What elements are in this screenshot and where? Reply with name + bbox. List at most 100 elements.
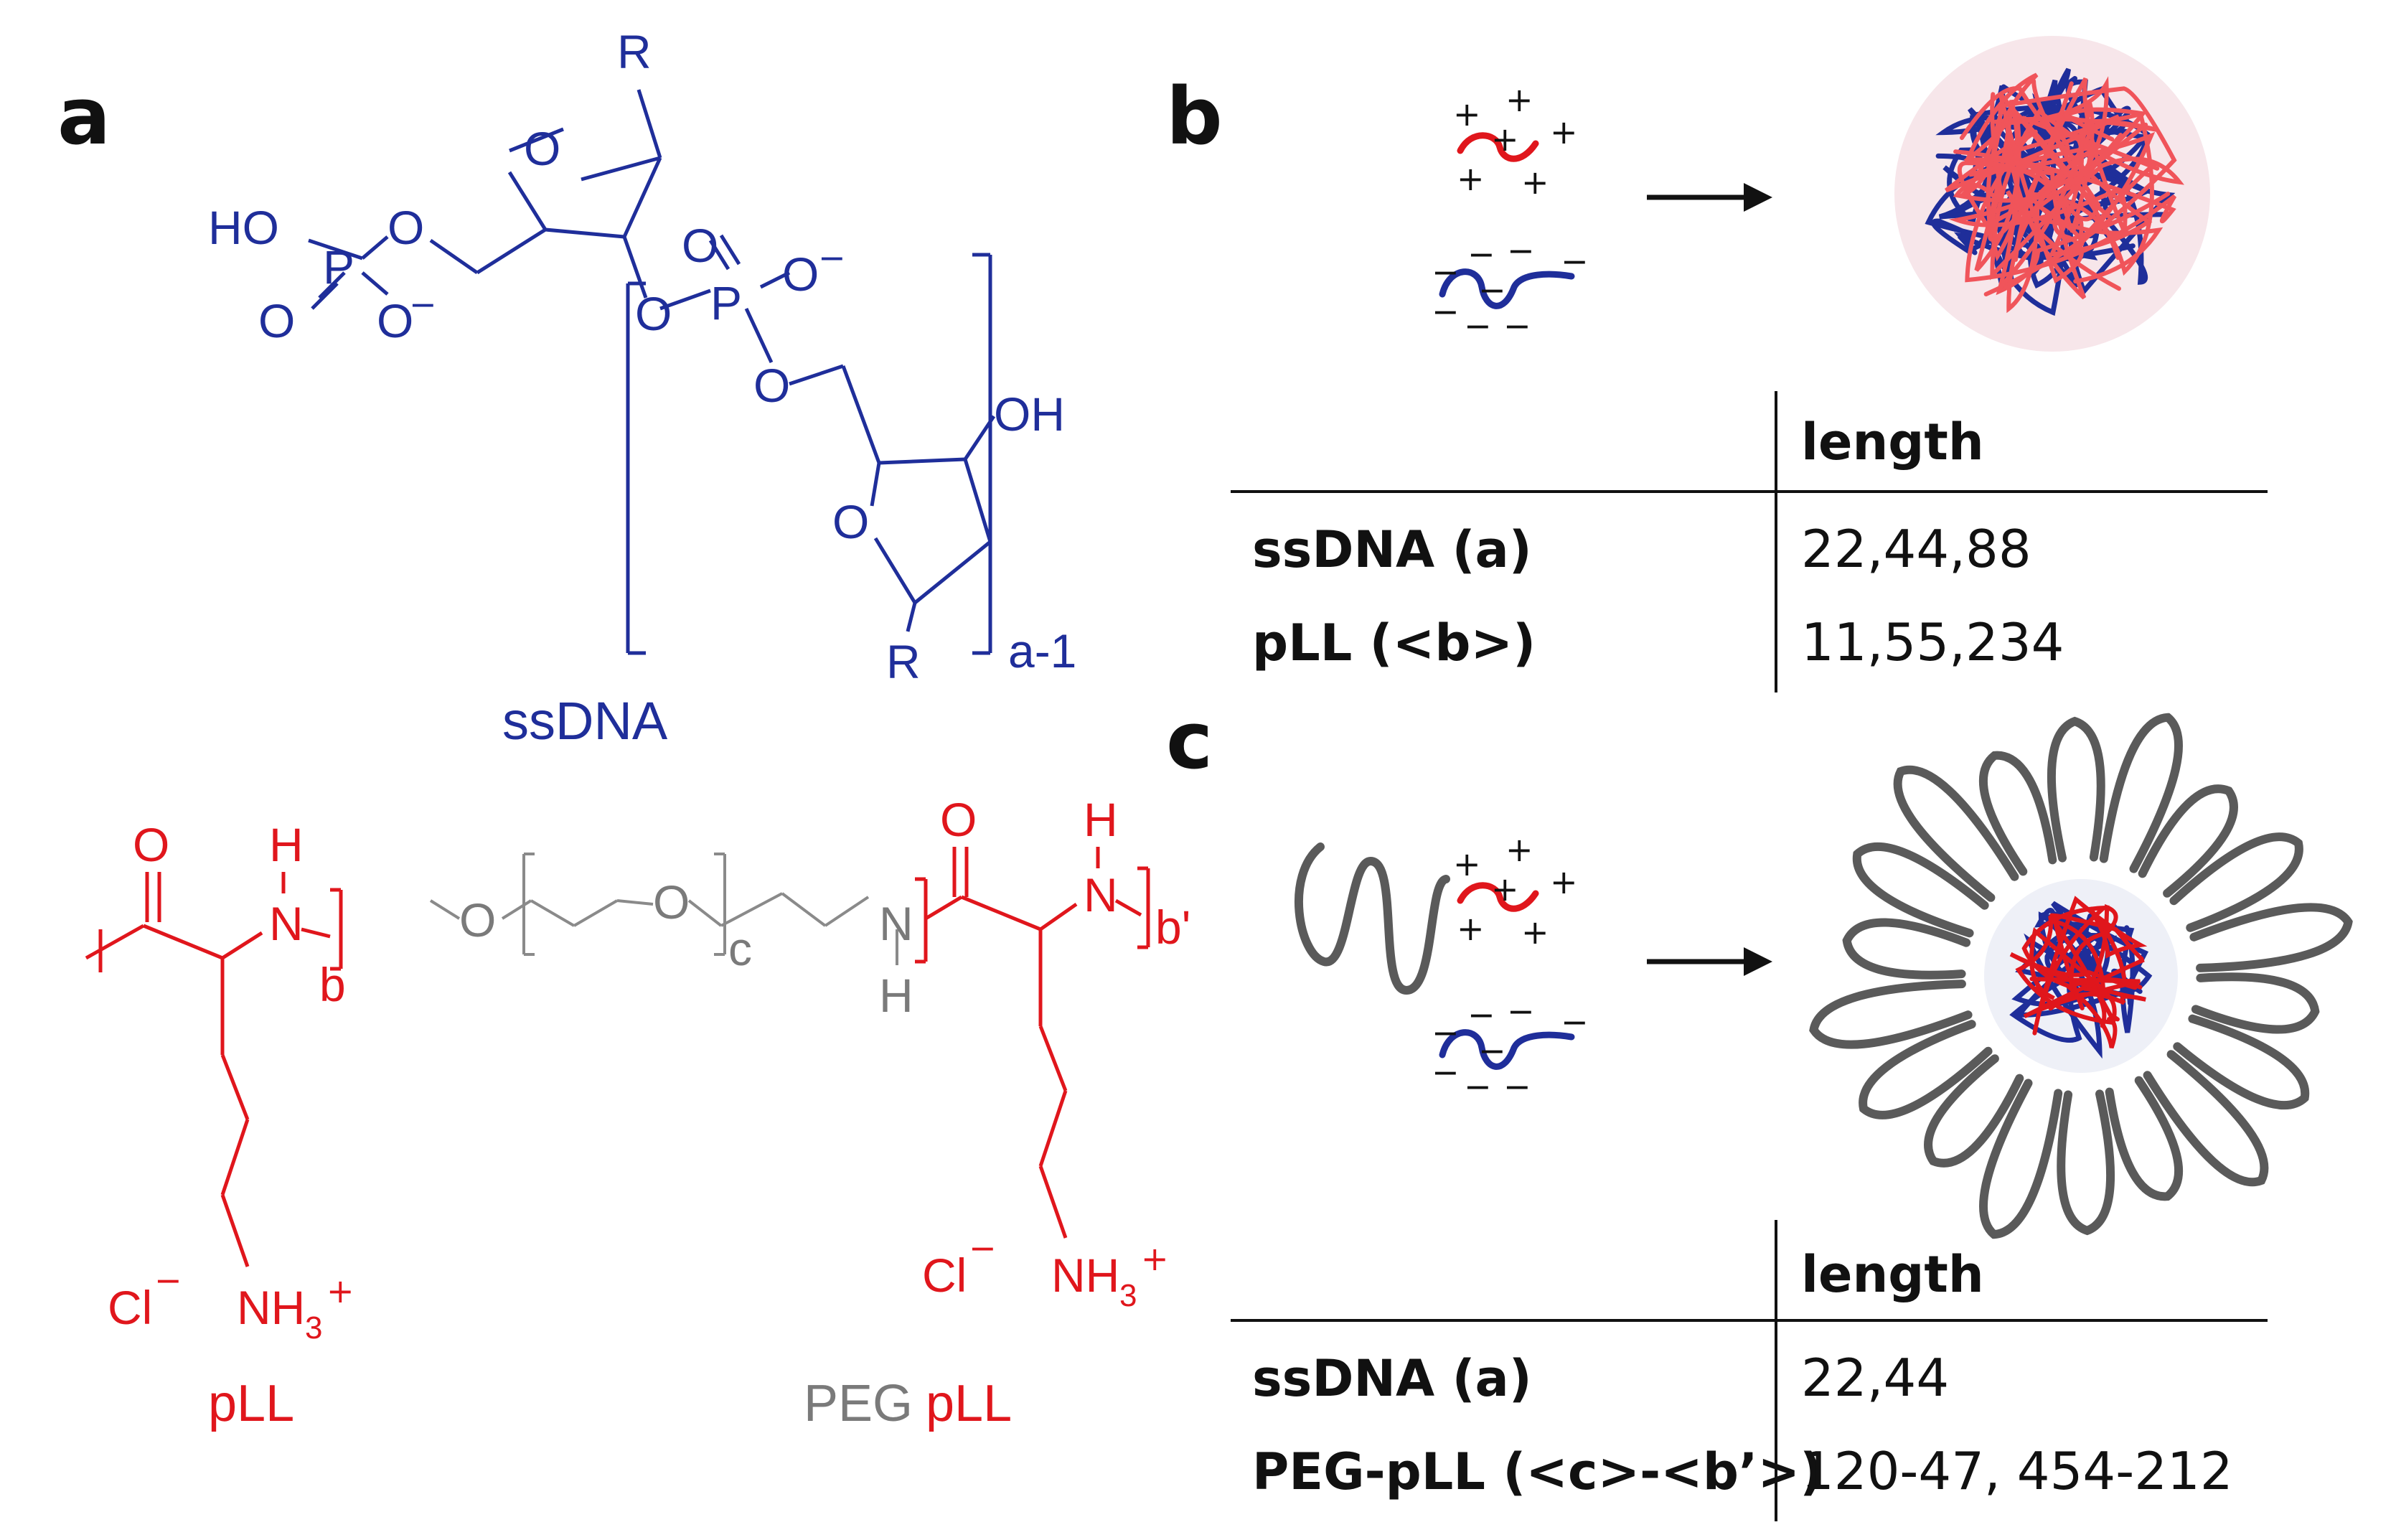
dna-chain-icon-b: − − − − − − − − [1432, 231, 1589, 345]
ester-oxygen-2: O [753, 359, 790, 412]
minus-charge-2: − [818, 238, 846, 277]
peg-amide-hydrogen: H [879, 969, 913, 1022]
table-c: length ssDNA (a) 22,44 PEG-pLL (<c>-<b’>… [1231, 1220, 2268, 1521]
peg-corona-loop [2105, 1076, 2184, 1201]
minus-charge: − [1464, 306, 1492, 345]
plus-charge: + [1505, 830, 1533, 869]
oh-label: OH [994, 388, 1065, 441]
ring-oxygen-bottom: O [832, 495, 869, 548]
pegpll-structure: O O c N H O H N b' Cl − NH 3 + PEG pLL [429, 793, 1190, 1432]
table-b: length ssDNA (a) 22,44,88 pLL (<b>) 11,5… [1231, 391, 2268, 692]
arrow-b [1647, 183, 1772, 212]
table-c-row-label: ssDNA (a) [1252, 1349, 1532, 1408]
peg-corona-loop [2138, 784, 2238, 898]
panel-b-schematic: + + + + + + − − − − − − − − [1432, 36, 2210, 352]
ssdna-name: ssDNA [502, 691, 668, 751]
table-c-header: length [1801, 1245, 1984, 1304]
polymer-strand [2015, 914, 2120, 1025]
peg-corona-loop [1852, 842, 1989, 938]
pll-repeat-b: b [319, 958, 346, 1011]
peg-corona-loop [1893, 765, 2019, 902]
polymer-strand [1957, 81, 2121, 291]
pll-carbonyl-oxygen: O [133, 818, 169, 871]
anionic-oxygen-2: O [782, 248, 819, 301]
peg-corona-loop [1842, 918, 1971, 980]
plus-charge: + [1550, 863, 1578, 901]
pll-ammonium: NH [237, 1281, 305, 1334]
peg-corona-loop [1809, 980, 1973, 1049]
minus-charge: − [1503, 1067, 1531, 1106]
pll-ammonium-subscript: 3 [305, 1310, 322, 1346]
pll-chloride-charge: − [154, 1261, 182, 1300]
minus-charge: − [1561, 1003, 1589, 1041]
pegpll-ammonium-charge: + [1141, 1239, 1169, 1278]
plus-charge: + [1521, 163, 1549, 202]
peg-corona-loop [1978, 751, 2057, 876]
minus-charge: − [1503, 306, 1531, 345]
table-b-row-label: pLL (<b>) [1252, 614, 1536, 672]
peg-corona-loop [2191, 972, 2320, 1034]
pegpll-ammonium: NH [1051, 1249, 1119, 1302]
panel-label-b: b [1166, 70, 1223, 162]
phosphorus-1: P [323, 240, 354, 294]
minus-charge: − [1467, 995, 1495, 1034]
pegpll-chloride-charge: − [969, 1229, 997, 1267]
dna-chain-icon-c: − − − − − − − − [1432, 992, 1589, 1106]
minus-charge: − [1432, 253, 1460, 291]
polymer-strand [1945, 92, 2120, 262]
polymer-strand [1997, 102, 2095, 314]
plus-charge: + [1521, 913, 1549, 952]
pll-chain-icon-c: + + + + + + [1453, 830, 1578, 952]
minus-charge: − [1467, 235, 1495, 273]
table-c-row-value: 22,44 [1801, 1348, 1949, 1408]
minus-charge: − [1507, 231, 1535, 270]
peg-chain-icon [1295, 842, 1450, 995]
polymer-strand [2069, 903, 2143, 1028]
table-b-row-value: 11,55,234 [1801, 612, 2064, 672]
minus-charge: − [1432, 1013, 1460, 1052]
anionic-oxygen-1: O [377, 294, 413, 347]
peg-corona-loop [1859, 1020, 1993, 1119]
ho-label: HO [208, 201, 279, 254]
table-b-row-label: ssDNA (a) [1252, 520, 1532, 579]
panel-c-schematic: + + + + + + − − − − − − − − [1295, 713, 2353, 1239]
polymer-strand [1960, 86, 2177, 296]
pegpll-name-peg: PEG [804, 1375, 913, 1432]
polymer-strand [1960, 86, 2153, 257]
ester-oxygen-1: O [387, 201, 424, 254]
r-top-label: R [617, 25, 652, 78]
pll-amide-hydrogen: H [269, 818, 304, 871]
pegpll-amide-hydrogen: H [1084, 793, 1118, 846]
pll-structure: O H N b Cl − NH 3 + pLL [85, 818, 354, 1432]
peg-corona-loop [1924, 1054, 2024, 1168]
peg-amide-nitrogen: N [879, 897, 913, 950]
pll-amide-nitrogen: N [269, 897, 304, 950]
minus-charge: − [1432, 292, 1460, 331]
panel-label-a: a [57, 70, 111, 162]
pegpll-repeat-b-prime: b' [1155, 901, 1190, 954]
peg-corona-loop [1979, 1079, 2063, 1239]
pegpll-name-pll: pLL [926, 1375, 1012, 1432]
minus-charge-1: − [409, 285, 437, 324]
panel-label-c: c [1166, 695, 1213, 787]
table-b-row-value: 22,44,88 [1801, 519, 2031, 579]
arrow-c [1647, 947, 1772, 976]
peg-repeat-c: c [728, 922, 752, 975]
plus-charge: + [1453, 845, 1481, 883]
table-b-header: length [1801, 413, 1984, 471]
pegpll-carbonyl-oxygen: O [940, 793, 977, 846]
plus-charge: + [1457, 159, 1485, 198]
polymer-strand [1953, 108, 2184, 281]
r-bottom-label: R [886, 635, 921, 688]
phosphorus-2: P [710, 276, 742, 329]
peg-corona-loop [2099, 713, 2183, 873]
ring-oxygen-top: O [524, 122, 560, 175]
coacervate-core-b [1894, 36, 2210, 352]
plus-charge: + [1453, 95, 1481, 133]
pll-chloride: Cl [108, 1281, 152, 1334]
pll-ammonium-charge: + [326, 1272, 354, 1310]
peg-corona-loop [2057, 1089, 2115, 1236]
plus-charge: + [1491, 870, 1519, 908]
minus-charge: − [1478, 1031, 1506, 1070]
